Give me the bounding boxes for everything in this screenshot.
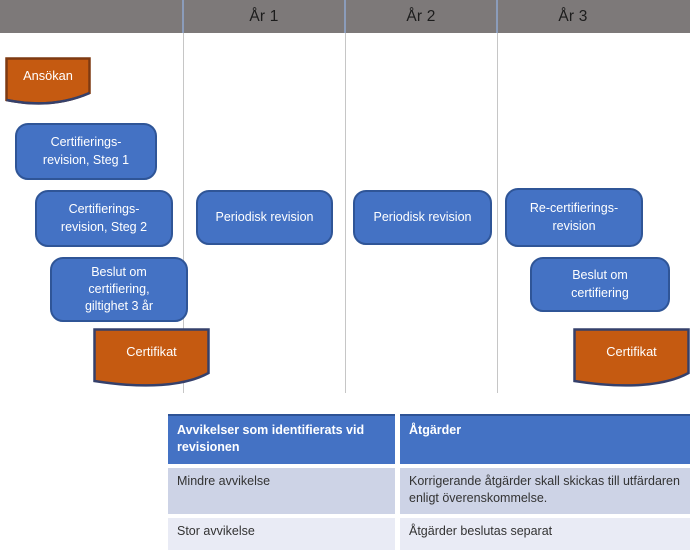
table-header-atgarder: Åtgärder: [400, 414, 690, 464]
node-label-line: Beslut om: [572, 268, 628, 283]
node-ansokan-label: Ansökan: [23, 68, 73, 84]
node-beslut-om-certifiering-3ar: Beslut om certifiering, giltighet 3 år: [50, 257, 188, 322]
node-certifikat-flag-2: Certifikat: [573, 328, 690, 392]
column-line: [345, 33, 346, 393]
node-recertifieringsrevision: Re-certifierings- revision: [505, 188, 643, 247]
header-divider: [496, 0, 498, 33]
header-divider: [344, 0, 346, 33]
node-label-line: certifiering: [571, 285, 629, 300]
node-label-line: Certifierings-: [68, 202, 140, 217]
table-cell-row1-action: Korrigerande åtgärder skall skickas till…: [400, 468, 690, 514]
node-certifieringsrevision-steg1: Certifierings- revision, Steg 1: [15, 123, 157, 180]
node-certifikat-flag-1: Certifikat: [93, 328, 210, 392]
node-certifikat-label: Certifikat: [126, 343, 177, 359]
wave-shape: [93, 328, 210, 387]
node-label-line: certifiering,: [88, 281, 150, 296]
node-label-line: Periodisk revision: [215, 209, 314, 224]
node-beslut-om-certifiering: Beslut om certifiering: [530, 257, 670, 312]
node-periodisk-revision-1: Periodisk revision: [196, 190, 333, 245]
table-cell-row2-name: Stor avvikelse: [168, 518, 395, 550]
node-label-line: giltighet 3 år: [84, 299, 154, 314]
node-label-line: Re-certifierings-: [529, 201, 619, 216]
table-cell-row2-action: Åtgärder beslutas separat: [400, 518, 690, 550]
node-ansokan-flag: Ansökan: [5, 57, 91, 109]
year-1-label: År 1: [249, 7, 279, 25]
node-periodisk-revision-2: Periodisk revision: [353, 190, 492, 245]
year-3-label: År 3: [558, 7, 588, 25]
node-certifikat-label: Certifikat: [606, 343, 657, 359]
header-divider: [182, 0, 184, 33]
node-label-line: revision, Steg 2: [60, 219, 148, 234]
timeline-header-bar: År 1 År 2 År 3: [0, 0, 690, 33]
avvikelser-table: Avvikelser som identifierats vid revisio…: [168, 414, 690, 550]
node-certifieringsrevision-steg2: Certifierings- revision, Steg 2: [35, 190, 173, 247]
column-line: [497, 33, 498, 393]
table-header-avvikelser: Avvikelser som identifierats vid revisio…: [168, 414, 395, 464]
node-label-line: revision, Steg 1: [42, 152, 130, 167]
column-line: [183, 33, 184, 393]
year-2-label: År 2: [406, 7, 436, 25]
node-label-line: Beslut om: [91, 264, 147, 279]
table-cell-row1-name: Mindre avvikelse: [168, 468, 395, 514]
wave-shape: [5, 57, 91, 105]
node-label-line: Periodisk revision: [373, 209, 472, 224]
wave-shape: [573, 328, 690, 387]
node-label-line: Certifierings-: [50, 135, 122, 150]
node-label-line: revision: [552, 218, 596, 233]
